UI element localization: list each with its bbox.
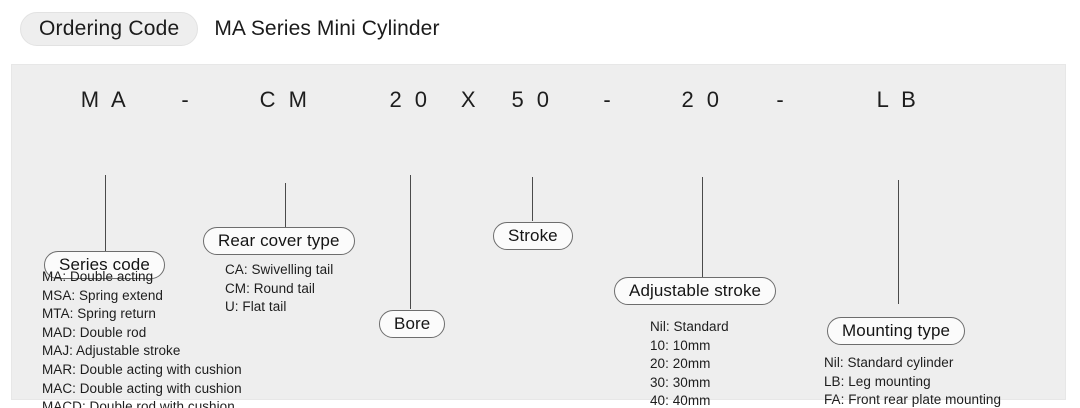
callout-bore[interactable]: Bore	[379, 310, 446, 338]
leader-line-rear-cover	[285, 183, 286, 227]
option-item: 40: 40mm	[650, 393, 711, 408]
page-title: MA Series Mini Cylinder	[214, 17, 440, 40]
option-item: MA: Double acting	[42, 269, 154, 284]
code-token: M A	[80, 87, 130, 112]
option-item: MSA: Spring extend	[42, 287, 163, 303]
option-item: MTA: Spring return	[42, 306, 156, 322]
code-token: L B	[876, 87, 920, 112]
code-token: 2 0	[389, 87, 431, 112]
callout-rear-cover-type[interactable]: Rear cover type	[203, 227, 355, 255]
leader-line-stroke	[532, 177, 533, 221]
option-item: Nil: Standard cylinder	[824, 355, 954, 370]
leader-line-bore	[410, 175, 411, 309]
option-item: LB: Leg mounting	[824, 373, 931, 389]
callout-mounting-type[interactable]: Mounting type	[827, 317, 966, 345]
option-item: CA: Swivelling tail	[225, 262, 334, 277]
option-item: MACD: Double rod with cushion	[42, 399, 235, 408]
option-item: U: Flat tail	[225, 299, 287, 315]
option-item: 10: 10mm	[650, 337, 711, 353]
code-token: C M	[259, 87, 311, 112]
option-item: MAD: Double rod	[42, 324, 147, 340]
option-item: 30: 30mm	[650, 374, 711, 390]
option-item: 20: 20mm	[650, 356, 711, 372]
options-adjustable-stroke: Nil: Standard 10: 10mm 20: 20mm 30: 30mm 40:…	[650, 318, 729, 408]
callout-adjustable-stroke[interactable]: Adjustable stroke	[614, 277, 777, 305]
option-item: FA: Front rear plate mounting	[824, 392, 1002, 408]
option-item: MAR: Double acting with cushion	[42, 361, 242, 377]
option-item: Nil: Standard	[650, 319, 729, 334]
ordering-code-row: M A - C M 2 0 X 5 0 - 2 0 - L B	[12, 87, 1065, 117]
code-token: X	[460, 87, 480, 112]
ordering-code-badge: Ordering Code	[20, 12, 199, 46]
header: Ordering Code MA Series Mini Cylinder	[0, 0, 1080, 58]
callout-series-code[interactable]: Series code	[44, 251, 165, 279]
code-token: -	[181, 87, 189, 112]
option-item: MAC: Double acting with cushion	[42, 380, 242, 396]
code-token: -	[776, 87, 784, 112]
leader-line-mounting	[898, 180, 899, 304]
diagram-panel: M A - C M 2 0 X 5 0 - 2 0 - L B Series code MA: D…	[11, 64, 1066, 408]
leader-line-adjustable	[702, 177, 703, 295]
code-token: 5 0	[511, 87, 553, 112]
leader-line-series-code	[105, 175, 106, 251]
code-token: 2 0	[681, 87, 723, 112]
code-token: -	[603, 87, 611, 112]
option-item: MAJ: Adjustable stroke	[42, 343, 181, 359]
callout-stroke[interactable]: Stroke	[493, 222, 573, 250]
option-item: CM: Round tail	[225, 280, 315, 296]
